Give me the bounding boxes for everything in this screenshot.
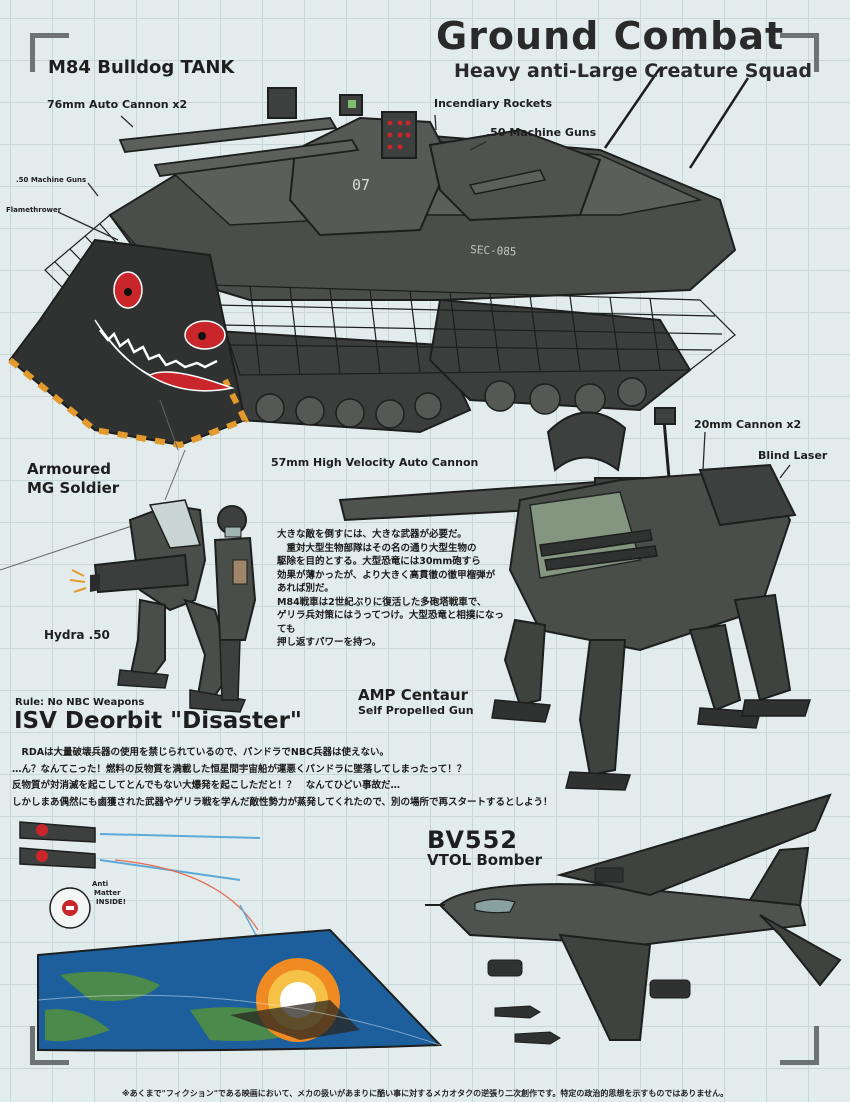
description-line: あれば別だ。 <box>277 583 334 594</box>
frame-bracket-bottom-left <box>30 1026 69 1065</box>
soldier-title-line1: Armoured <box>27 460 111 478</box>
label-blind-laser: Blind Laser <box>758 449 828 462</box>
bomber-title: BV552 <box>427 826 518 854</box>
isv-text-line: 反物質が対消滅を起こしてとんでもない大爆発を起こしただと！？ なんてひどい事故だ… <box>12 780 400 791</box>
page-subtitle: Heavy anti-Large Creature Squad <box>454 60 812 82</box>
description-line: 押し返すパワーを持つ。 <box>277 637 382 648</box>
antimatter-callout: Anti Matter INSIDE! <box>92 880 126 907</box>
frame-bracket-top-right <box>780 33 819 72</box>
description-block: 大きな敵を倒すには、大きな武器が必要だ。 重対大型生物部隊はその名の通り大型生物… <box>277 528 512 650</box>
bv552-bomber-illustration <box>425 793 842 1045</box>
isv-text-line: …ん？なんてこった！燃料の反物質を満載した恒星間宇宙船が運悪くパンドラに墜落して… <box>12 763 467 775</box>
isv-text-line: RDAは大量破壊兵器の使用を禁じられているので、パンドラでNBC兵器は使えない。 <box>12 747 390 758</box>
tank-title: M84 Bulldog TANK <box>48 57 235 78</box>
label-auto-cannon: 76mm Auto Cannon x2 <box>47 98 188 111</box>
label-machine-guns-left: .50 Machine Guns <box>16 176 87 184</box>
description-line: 効果が薄かったが、より大きく高貫徹の徹甲榴弾が <box>277 569 496 581</box>
page-title: Ground Combat <box>436 14 785 58</box>
hull-code: SEC-085 <box>470 243 517 258</box>
label-incendiary-rockets: Incendiary Rockets <box>434 97 553 110</box>
amp-centaur-illustration <box>338 407 812 791</box>
description-line: ゲリラ兵対策にはうってつけ。大型恐竜と相撲になっても <box>277 610 504 635</box>
callout-line: Matter <box>94 889 121 897</box>
isv-rule: Rule: No NBC Weapons <box>15 697 145 708</box>
callout-line: INSIDE! <box>96 898 126 906</box>
frame-bracket-bottom-right <box>780 1026 819 1065</box>
soldier-title-line2: MG Soldier <box>27 479 120 497</box>
isv-title: ISV Deorbit "Disaster" <box>14 708 302 734</box>
turret-number: 07 <box>352 176 370 194</box>
description-line: M84戦車は2世紀ぶりに復活した多砲塔戦車で、 <box>277 596 487 608</box>
description-line: 重対大型生物部隊はその名の通り大型生物の <box>277 542 477 554</box>
label-flamethrower: Flamethrower <box>6 206 62 214</box>
isv-text-line: しかしまあ偶然にも鹵獲された武器やゲリラ戦を学んだ敵性勢力が蒸発してくれたので、… <box>12 796 553 808</box>
footer-disclaimer: ※あくまで"フィクション"である映画において、メカの扱いがあまりに酷い事に対する… <box>121 1089 729 1098</box>
centaur-subtitle: Self Propelled Gun <box>358 704 474 717</box>
frame-bracket-top-left <box>30 33 69 72</box>
isv-text-block: RDAは大量破壊兵器の使用を禁じられているので、パンドラでNBC兵器は使えない。… <box>12 746 572 812</box>
label-hydra: Hydra .50 <box>44 628 110 642</box>
label-machine-guns-right: .50 Machine Guns <box>486 126 597 139</box>
label-20mm-cannon: 20mm Cannon x2 <box>694 418 802 431</box>
description-line: 大きな敵を倒すには、大きな武器が必要だ。 <box>277 529 467 540</box>
label-57mm-cannon: 57mm High Velocity Auto Cannon <box>271 456 479 469</box>
description-line: 駆除を目的とする。大型恐竜には30mm砲すら <box>277 556 481 567</box>
callout-line: Anti <box>92 880 109 888</box>
isv-deorbit-illustration <box>19 821 443 1052</box>
bomber-subtitle: VTOL Bomber <box>427 851 543 869</box>
centaur-title: AMP Centaur <box>358 686 468 704</box>
armoured-mg-soldier-illustration <box>0 449 257 713</box>
m84-tank-illustration: 07 SEC-085 <box>8 67 750 451</box>
